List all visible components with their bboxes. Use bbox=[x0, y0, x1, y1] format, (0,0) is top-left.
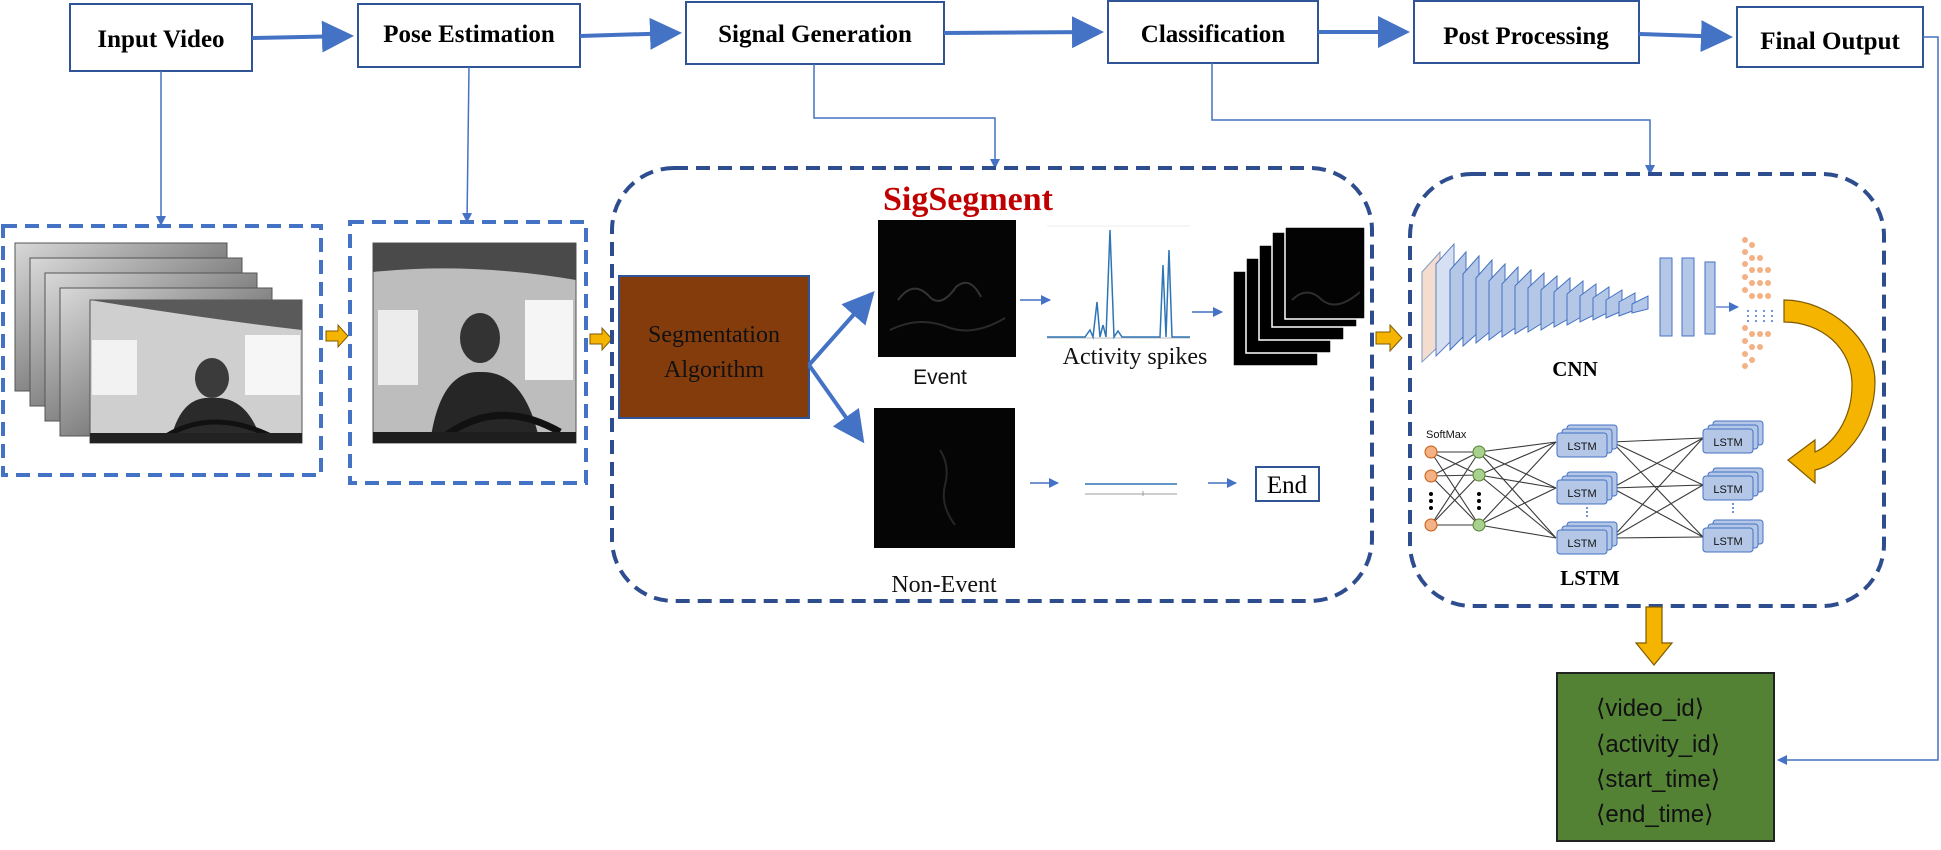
output-field: ⟨video_id⟩ bbox=[1596, 695, 1704, 722]
stage-label: Final Output bbox=[1760, 28, 1900, 55]
algorithm-label-line2: Algorithm bbox=[664, 357, 764, 383]
nonevent-frame bbox=[874, 408, 1015, 548]
stage-label: Input Video bbox=[97, 26, 224, 53]
event-label: Event bbox=[913, 366, 967, 389]
flow-arrow-orange-3 bbox=[1375, 323, 1403, 353]
pose-frame-panel bbox=[348, 220, 588, 485]
activity-spikes-plot bbox=[1047, 225, 1190, 340]
output-field: ⟨start_time⟩ bbox=[1596, 766, 1720, 793]
stage-connectors bbox=[156, 36, 1939, 765]
stage-input-video: Input Video bbox=[69, 3, 253, 72]
softmax-label: SoftMax bbox=[1426, 429, 1467, 441]
lstm-cell-column-1 bbox=[1556, 424, 1618, 555]
lstm-cell-label: LSTM bbox=[1567, 538, 1596, 550]
segmentation-algorithm-box: Segmentation Algorithm bbox=[618, 275, 810, 419]
softmax-ellipsis bbox=[1429, 492, 1433, 510]
lstm-cell-column-2 bbox=[1702, 420, 1764, 553]
nonevent-label: Non-Event bbox=[891, 572, 997, 598]
classification-panel: CNN SoftMax bbox=[1408, 172, 1886, 608]
stage-final-output: Final Output bbox=[1736, 6, 1924, 68]
output-record-box: ⟨video_id⟩ ⟨activity_id⟩ ⟨start_time⟩ ⟨e… bbox=[1556, 672, 1775, 842]
stage-post-processing: Post Processing bbox=[1413, 0, 1640, 64]
lstm-cell-label: LSTM bbox=[1713, 536, 1742, 548]
cnn-label: CNN bbox=[1552, 357, 1598, 381]
sigsegment-title: SigSegment bbox=[883, 181, 1054, 218]
input-frames-panel bbox=[1, 224, 323, 477]
flow-arrow-orange-2 bbox=[589, 326, 613, 352]
end-box: End bbox=[1255, 466, 1320, 502]
lstm-network-lines bbox=[1430, 437, 1704, 539]
hidden-ellipsis bbox=[1477, 492, 1481, 510]
cnn-output-neurons bbox=[1742, 237, 1771, 369]
activity-spikes-label: Activity spikes bbox=[1063, 344, 1208, 370]
event-frame bbox=[878, 220, 1016, 357]
cnn-output-dashes bbox=[1747, 310, 1773, 322]
lstm-column-dots bbox=[1586, 503, 1734, 518]
lstm-cell-label: LSTM bbox=[1713, 437, 1742, 449]
sigsegment-panel: SigSegment Segmentation Algorithm Event … bbox=[610, 166, 1374, 603]
segmented-frame-stack bbox=[1232, 226, 1366, 367]
video-frame-stack bbox=[14, 242, 303, 444]
lstm-cell-label: LSTM bbox=[1567, 441, 1596, 453]
output-field: ⟨end_time⟩ bbox=[1596, 801, 1713, 828]
stage-label: Signal Generation bbox=[718, 21, 912, 48]
flow-arrow-orange-down bbox=[1634, 606, 1674, 666]
stage-label: Classification bbox=[1141, 21, 1286, 48]
cnn-layers bbox=[1421, 242, 1739, 364]
branch-arrows bbox=[807, 291, 875, 444]
lstm-cell-label: LSTM bbox=[1713, 484, 1742, 496]
stage-classification: Classification bbox=[1107, 0, 1319, 64]
lstm-label: LSTM bbox=[1560, 566, 1620, 590]
softmax-neurons bbox=[1424, 445, 1438, 532]
stage-pose-estimation: Pose Estimation bbox=[357, 3, 581, 68]
stage-label: Pose Estimation bbox=[383, 21, 555, 48]
hidden-neurons bbox=[1472, 445, 1486, 532]
flat-signal-plot bbox=[1085, 483, 1177, 496]
lstm-cell-label: LSTM bbox=[1567, 488, 1596, 500]
algorithm-label-line1: Segmentation bbox=[648, 322, 780, 348]
stage-signal-generation: Signal Generation bbox=[685, 1, 945, 65]
end-label: End bbox=[1267, 472, 1308, 499]
flow-arrow-orange-1 bbox=[325, 323, 349, 349]
output-field: ⟨activity_id⟩ bbox=[1596, 731, 1720, 758]
pipeline-arrows bbox=[251, 16, 1733, 53]
curved-orange-arrow bbox=[1783, 299, 1876, 485]
pose-frame-image bbox=[372, 242, 577, 444]
stage-label: Post Processing bbox=[1443, 23, 1609, 50]
